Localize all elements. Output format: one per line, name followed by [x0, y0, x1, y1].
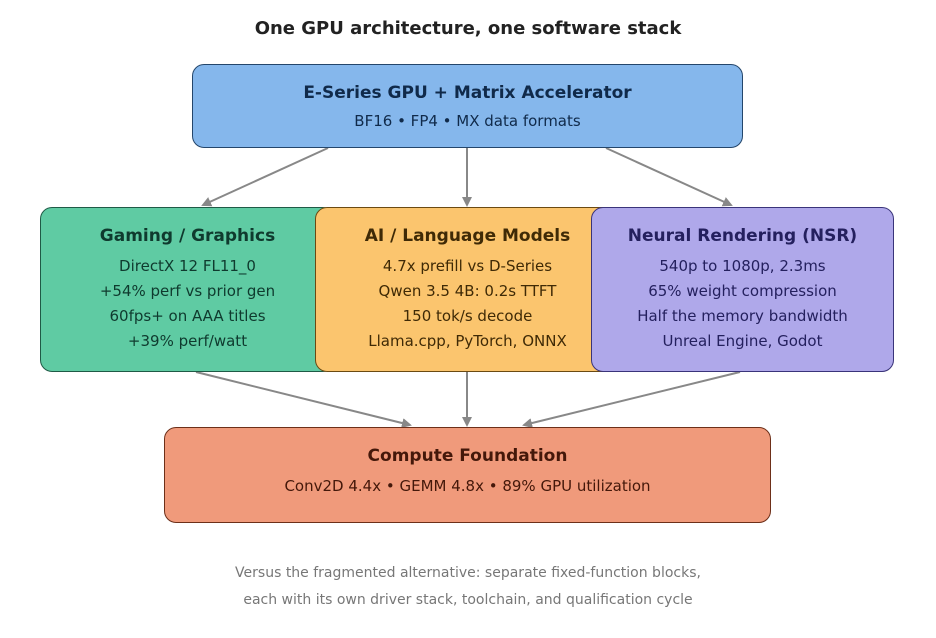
nsr-line: Half the memory bandwidth — [637, 307, 848, 325]
gaming-graphics-heading: Gaming / Graphics — [99, 226, 276, 246]
ai-line: Llama.cpp, PyTorch, ONNX — [368, 332, 567, 350]
gpu-architecture-heading: E-Series GPU + Matrix Accelerator — [303, 83, 632, 103]
compute-foundation-heading: Compute Foundation — [367, 446, 568, 466]
footnote-line-2: each with its own driver stack, toolchai… — [243, 592, 693, 608]
nsr-line: 65% weight compression — [648, 282, 837, 300]
arrow-gaming-to-bottom — [195, 371, 412, 428]
arrow-top-to-nsr — [605, 147, 733, 207]
gpu-architecture-box: E-Series GPU + Matrix Accelerator BF16 •… — [192, 64, 743, 148]
ai-line: 4.7x prefill vs D-Series — [382, 257, 553, 275]
ai-line: Qwen 3.5 4B: 0.2s TTFT — [378, 282, 557, 300]
neural-rendering-box: Neural Rendering (NSR) 540p to 1080p, 2.… — [591, 207, 894, 372]
gaming-line: +54% perf vs prior gen — [99, 282, 276, 300]
diagram-title: One GPU architecture, one software stack — [254, 18, 682, 39]
ai-line: 150 tok/s decode — [402, 307, 533, 325]
ai-language-models-heading: AI / Language Models — [364, 226, 571, 246]
neural-rendering-heading: Neural Rendering (NSR) — [627, 226, 858, 246]
arrow-top-to-gaming — [201, 147, 329, 207]
compute-foundation-box: Compute Foundation Conv2D 4.4x • GEMM 4.… — [164, 427, 771, 523]
footnote-line-1: Versus the fragmented alternative: separ… — [235, 565, 701, 581]
nsr-line: Unreal Engine, Godot — [662, 332, 823, 350]
nsr-line: 540p to 1080p, 2.3ms — [659, 257, 826, 275]
compute-foundation-stats: Conv2D 4.4x • GEMM 4.8x • 89% GPU utiliz… — [284, 477, 651, 495]
gaming-graphics-box: Gaming / Graphics DirectX 12 FL11_0 +54%… — [40, 207, 335, 372]
gaming-line: 60fps+ on AAA titles — [109, 307, 266, 325]
gaming-line: DirectX 12 FL11_0 — [119, 257, 256, 275]
ai-language-models-box: AI / Language Models 4.7x prefill vs D-S… — [315, 207, 620, 372]
gaming-line: +39% perf/watt — [127, 332, 248, 350]
gpu-architecture-formats: BF16 • FP4 • MX data formats — [354, 112, 581, 130]
arrow-nsr-to-bottom — [522, 371, 741, 428]
